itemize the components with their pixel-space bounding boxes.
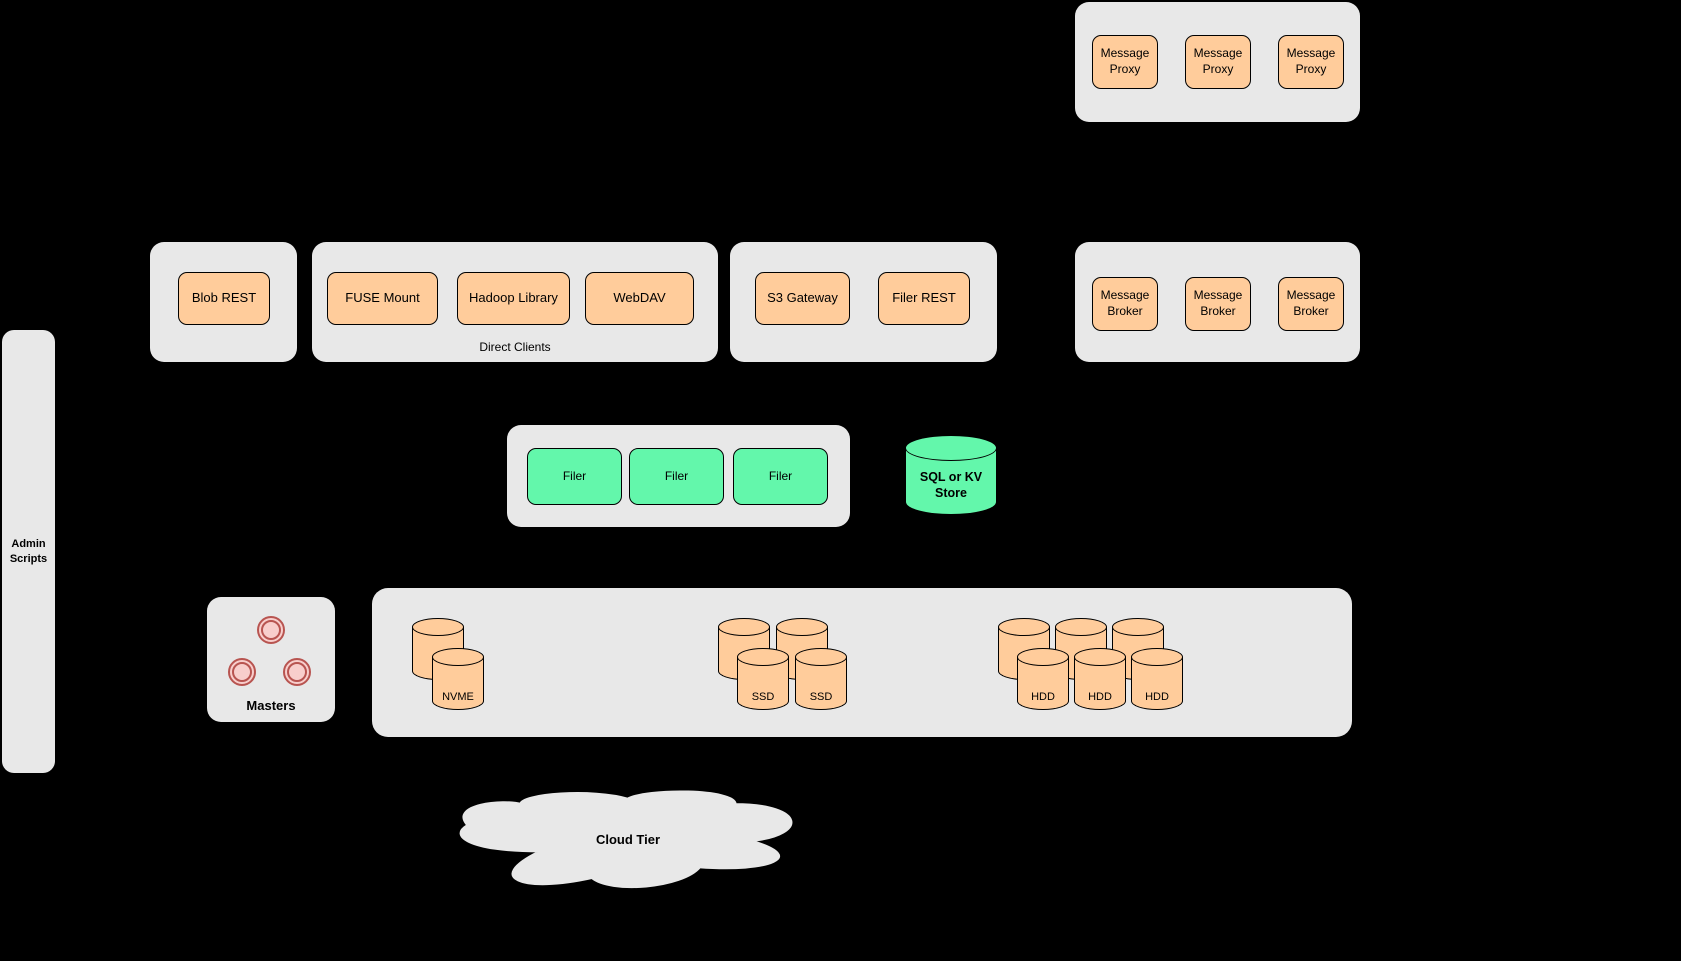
cylinder-top [718,618,770,636]
message-proxy-node: Message Proxy [1278,35,1344,89]
cloud-icon [459,790,793,889]
nvme-label: NVME [442,691,474,703]
sql-kv-store-label: SQL or KV Store [919,470,983,501]
cylinder-top [795,648,847,666]
filer-node: Filer [629,448,724,505]
admin-scripts-label: Admin Scripts [9,537,48,565]
cloud-tier-shape: Cloud Tier [450,788,806,894]
sql-kv-store-cylinder: SQL or KV Store [905,435,997,515]
filer-rest-node: Filer REST [878,272,970,325]
cylinder-top [1017,648,1069,666]
filer-panel: Filer Filer Filer [507,425,850,527]
cylinder-body [795,657,847,710]
cylinder-top [432,648,484,666]
masters-label: Masters [246,698,296,713]
ssd-disk-cylinder: SSD [737,648,789,710]
admin-scripts-panel: Admin Scripts [2,330,55,773]
ssd-label: SSD [751,691,775,703]
direct-clients-panel: FUSE Mount Hadoop Library WebDAV Direct … [312,242,718,362]
webdav-node: WebDAV [585,272,694,325]
blob-rest-panel: Blob REST [150,242,297,362]
gateway-panel: S3 Gateway Filer REST [730,242,997,362]
hdd-disk-cylinder: HDD [1017,648,1069,710]
cylinder-top [737,648,789,666]
message-broker-node: Message Broker [1092,277,1158,331]
cylinder-top [998,618,1050,636]
master-node-icon [283,658,311,686]
blob-rest-node: Blob REST [178,272,270,325]
cloud-tier-label: Cloud Tier [595,832,661,847]
direct-clients-label: Direct Clients [479,340,551,354]
cylinder-top [412,618,464,636]
ssd-disk-cylinder: SSD [795,648,847,710]
ssd-label: SSD [809,691,833,703]
master-node-icon [228,658,256,686]
message-broker-panel: Message Broker Message Broker Message Br… [1075,242,1360,362]
filer-node: Filer [527,448,622,505]
hdd-label: HDD [1088,691,1112,703]
cylinder-top [1112,618,1164,636]
cylinder-top [1074,648,1126,666]
master-node-icon [257,616,285,644]
hadoop-library-node: Hadoop Library [457,272,570,325]
cylinder-top [1055,618,1107,636]
cylinder-top [776,618,828,636]
message-broker-node: Message Broker [1185,277,1251,331]
message-proxy-node: Message Proxy [1185,35,1251,89]
hdd-disk-cylinder: HDD [1074,648,1126,710]
hdd-label: HDD [1145,691,1169,703]
fuse-mount-node: FUSE Mount [327,272,438,325]
message-proxy-node: Message Proxy [1092,35,1158,89]
filer-node: Filer [733,448,828,505]
message-broker-node: Message Broker [1278,277,1344,331]
hdd-label: HDD [1031,691,1055,703]
nvme-disk-cylinder: NVME [432,648,484,710]
cylinder-top [1131,648,1183,666]
cylinder-top [905,435,997,461]
message-proxy-panel: Message Proxy Message Proxy Message Prox… [1075,2,1360,122]
hdd-disk-cylinder: HDD [1131,648,1183,710]
volume-servers-panel: NVME SSD SSD [372,588,1352,737]
masters-panel: Masters [207,597,335,722]
s3-gateway-node: S3 Gateway [755,272,850,325]
